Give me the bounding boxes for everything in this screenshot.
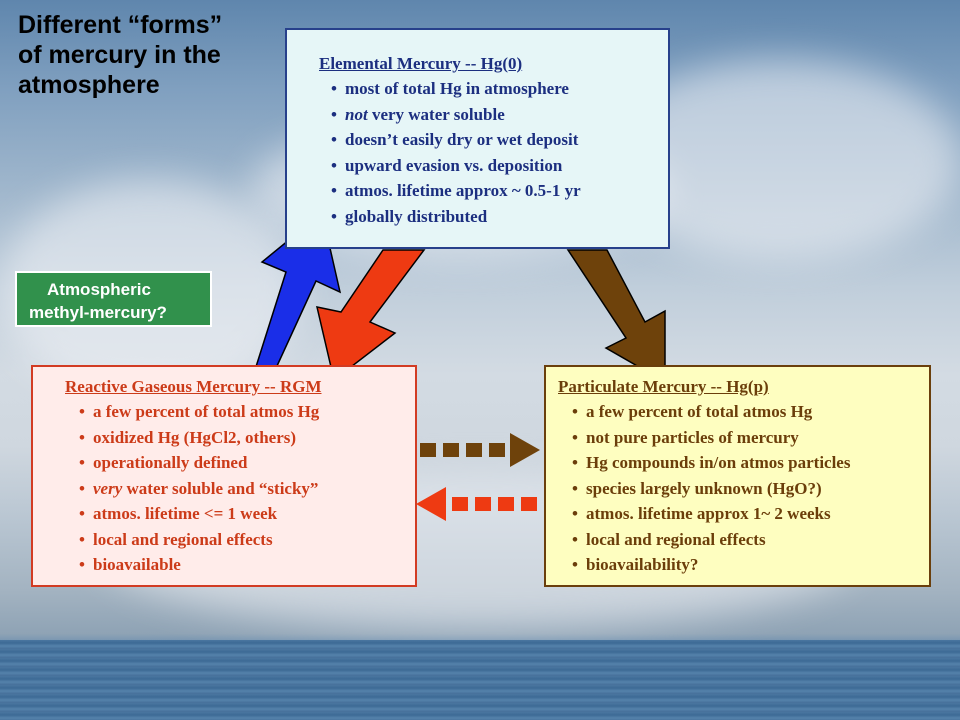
particulate-mercury-box: Particulate Mercury -- Hg(p) •a few perc… (544, 365, 931, 587)
list-item: •a few percent of total atmos Hg (79, 402, 320, 421)
slide-title: Different “forms” of mercury in the atmo… (18, 10, 278, 100)
elemental-list: •most of total Hg in atmosphere •not ver… (319, 76, 668, 229)
list-item: •most of total Hg in atmosphere (331, 79, 569, 98)
title-line: Different “forms” (18, 11, 223, 39)
methyl-line1: Atmospheric (47, 280, 151, 299)
list-item: •species largely unknown (HgO?) (572, 478, 822, 498)
list-item: •local and regional effects (572, 529, 766, 549)
elemental-heading: Elemental Mercury -- Hg(0) (319, 54, 523, 73)
list-item: •Hg compounds in/on atmos particles (572, 453, 851, 472)
list-item: •atmos. lifetime <= 1 week (79, 504, 278, 523)
list-item: •not pure particles of mercury (572, 427, 799, 447)
list-item: •doesn’t easily dry or wet deposit (331, 130, 579, 149)
list-item: •very water soluble and “sticky” (79, 478, 319, 498)
rgm-heading: Reactive Gaseous Mercury -- RGM (65, 377, 322, 396)
list-item: •local and regional effects (79, 529, 273, 549)
list-item: •upward evasion vs. deposition (331, 155, 563, 175)
list-item: •operationally defined (79, 453, 248, 472)
dotted-arrow-right (420, 433, 540, 467)
list-item: •bioavailable (79, 555, 181, 574)
reactive-gaseous-mercury-box: Reactive Gaseous Mercury -- RGM •a few p… (31, 365, 417, 587)
dotted-arrow-left (416, 487, 537, 521)
methyl-line2: methyl-mercury? (29, 303, 167, 322)
arrow-down-red (316, 249, 426, 382)
list-item: •a few percent of total atmos Hg (572, 402, 813, 421)
list-item: •globally distributed (331, 206, 488, 226)
list-item: •not very water soluble (331, 104, 505, 124)
list-item: •bioavailability? (572, 555, 699, 574)
particulate-heading: Particulate Mercury -- Hg(p) (558, 377, 769, 396)
sea (0, 640, 960, 720)
title-line: of mercury in the (18, 41, 221, 69)
rgm-list: •a few percent of total atmos Hg •oxidiz… (65, 399, 415, 578)
particulate-list: •a few percent of total atmos Hg •not pu… (558, 399, 929, 578)
list-item: •atmos. lifetime approx ~ 0.5-1 yr (331, 181, 581, 200)
list-item: •oxidized Hg (HgCl2, others) (79, 427, 297, 447)
arrow-down-brown (566, 249, 666, 384)
title-line: atmosphere (18, 71, 160, 99)
elemental-mercury-box: Elemental Mercury -- Hg(0) •most of tota… (285, 28, 670, 249)
list-item: •atmos. lifetime approx 1~ 2 weeks (572, 504, 831, 523)
methyl-mercury-label: Atmospheric methyl-mercury? (15, 271, 212, 327)
